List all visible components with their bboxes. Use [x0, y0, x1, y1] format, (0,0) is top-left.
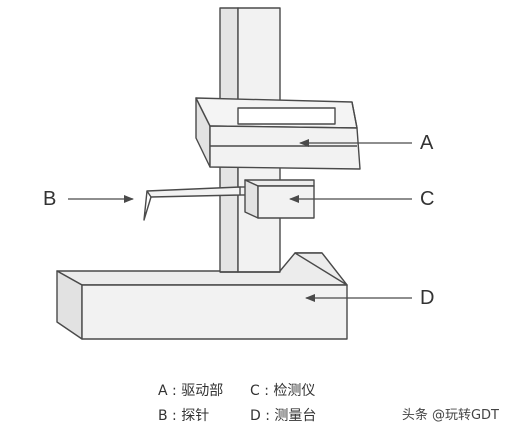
detector-unit — [244, 179, 315, 219]
legend-b: B : 探针 — [158, 408, 210, 424]
legend-a: A : 驱动部 — [158, 383, 224, 399]
legend-c: C : 检测仪 — [250, 383, 316, 399]
legend-d: D : 测量台 — [250, 408, 317, 424]
callout-d: D — [420, 287, 435, 309]
callout-b: B — [43, 188, 57, 210]
callout-c: C — [420, 188, 435, 210]
callout-a: A — [420, 132, 434, 154]
measuring-table — [56, 252, 348, 340]
leader-lines — [68, 139, 412, 302]
watermark: 头条 @玩转GDT — [401, 408, 499, 423]
probe — [143, 186, 245, 221]
drive-unit — [195, 97, 361, 170]
